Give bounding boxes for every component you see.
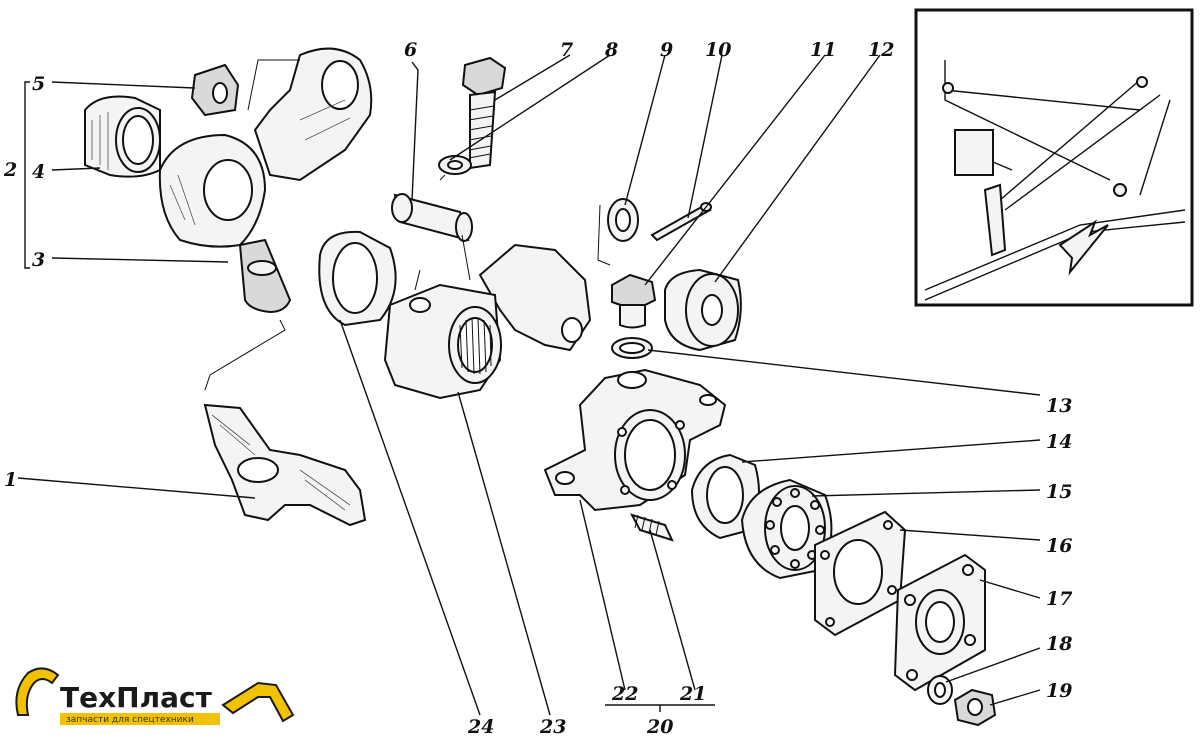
part-17-cover-plate xyxy=(893,553,986,692)
callout-12: 12 xyxy=(868,39,894,61)
callout-19: 19 xyxy=(1046,680,1072,702)
part-5-nut xyxy=(190,63,240,117)
excavator-arm-right-icon xyxy=(221,681,295,723)
callout-9: 9 xyxy=(660,39,673,61)
logo-tagline: запчасти для спецтехники xyxy=(66,715,194,725)
callout-5: 5 xyxy=(32,73,45,95)
part-7-bolt xyxy=(461,56,507,170)
callout-21: 21 xyxy=(679,683,706,705)
callout-20: 20 xyxy=(646,716,673,738)
part-16-gasket xyxy=(814,510,907,637)
callout-15: 15 xyxy=(1046,481,1072,503)
techplast-logo: ТехПласт запчасти для спецтехники xyxy=(15,667,295,725)
callout-13: 13 xyxy=(1046,395,1072,417)
callout-16: 16 xyxy=(1046,535,1072,557)
part-23-splined-lever xyxy=(383,243,592,400)
part-15-ball-bearing xyxy=(740,478,833,580)
part-22-housing xyxy=(543,368,727,512)
part-10-cotter-pin xyxy=(650,202,712,242)
part-1-winged-lever xyxy=(203,403,367,527)
callout-24: 24 xyxy=(467,716,494,738)
part-8-washer xyxy=(438,155,472,175)
part-11-plug xyxy=(611,273,657,329)
callout-3: 3 xyxy=(32,249,45,271)
callout-labels: 5 4 2 3 1 6 7 8 9 10 11 12 13 14 15 16 1… xyxy=(3,39,1072,738)
callout-14: 14 xyxy=(1046,431,1072,453)
callout-4: 4 xyxy=(32,161,45,183)
assembly-axes xyxy=(204,59,611,391)
logo-brand: ТехПласт xyxy=(60,681,213,714)
inset-linkage-view xyxy=(914,8,1194,307)
callout-7: 7 xyxy=(560,39,573,61)
part-12-roller xyxy=(664,268,742,352)
part-13-ring xyxy=(611,337,653,359)
leader-lines xyxy=(17,54,1041,716)
callout-22: 22 xyxy=(611,683,638,705)
part-4-bushing xyxy=(84,95,161,178)
callout-18: 18 xyxy=(1046,633,1072,655)
part-21-set-screw xyxy=(629,513,674,542)
callout-1: 1 xyxy=(4,469,17,491)
callout-10: 10 xyxy=(705,39,731,61)
part-6-pin xyxy=(391,193,473,242)
callout-11: 11 xyxy=(810,39,836,61)
callout-2: 2 xyxy=(3,159,17,181)
part-9-flat-washer xyxy=(607,198,639,242)
part-24-seal-ring xyxy=(318,230,397,327)
part-19-hex-nut xyxy=(953,688,997,727)
callout-17: 17 xyxy=(1046,588,1072,610)
part-18-washer xyxy=(927,675,953,705)
callout-6: 6 xyxy=(404,39,417,61)
excavator-arm-left-icon xyxy=(15,667,60,716)
part-3-main-lever xyxy=(158,47,373,314)
callout-23: 23 xyxy=(539,716,566,738)
callout-8: 8 xyxy=(604,39,618,61)
